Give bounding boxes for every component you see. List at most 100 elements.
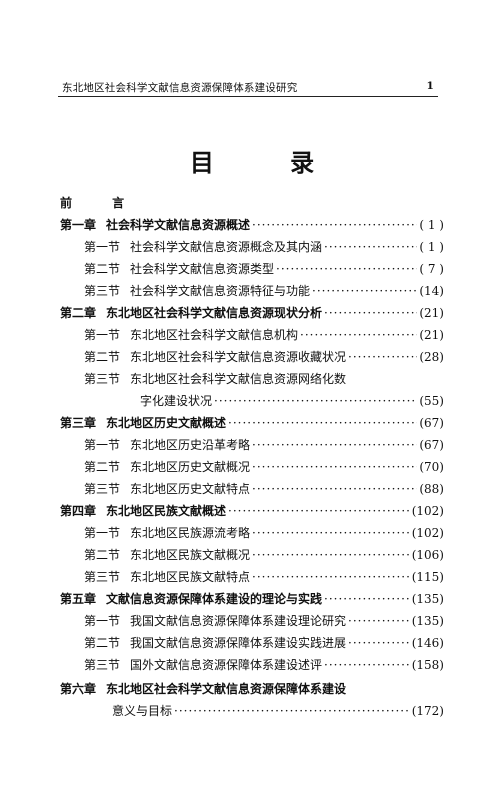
toc-row-continued: 意义与目标 (172) [60, 700, 444, 722]
leader-dots [324, 302, 417, 324]
leader-dots [252, 434, 417, 456]
toc-row-page: (172) [411, 704, 444, 718]
toc-row-page: ( 7 ) [419, 262, 444, 276]
toc-row-text: 国外文献信息资源保障体系建设述评 [130, 658, 323, 672]
toc-row-text: 东北地区社会科学文献信息资源收藏状况 [130, 350, 347, 364]
toc-row-page: (135) [411, 614, 444, 628]
toc-row-num: 第一节 [84, 614, 121, 628]
toc-row-page: (55) [419, 394, 444, 408]
toc-row-num: 第三节 [84, 482, 121, 496]
toc-row-text: 东北地区民族源流考略 [130, 526, 251, 540]
toc-row-page: (67) [419, 438, 444, 452]
toc-row-text: 文献信息资源保障体系建设的理论与实践 [106, 592, 323, 606]
toc-row-text: 东北地区民族文献特点 [130, 570, 251, 584]
toc-row-num: 第一节 [84, 438, 121, 452]
toc-row-text: 社会科学文献信息资源类型 [130, 262, 275, 276]
toc-row-text: 字化建设状况 [140, 394, 213, 408]
toc-row-text: 社会科学文献信息资源概念及其内涵 [130, 240, 323, 254]
leader-dots [252, 456, 417, 478]
leader-dots [276, 258, 417, 280]
toc-row-page: (115) [411, 570, 444, 584]
toc-row-page: (67) [419, 416, 444, 430]
leader-dots [252, 478, 417, 500]
leader-dots [348, 632, 410, 654]
leader-dots [214, 390, 417, 412]
leader-dots [252, 544, 410, 566]
toc-row-num: 第二节 [84, 548, 121, 562]
leader-dots [252, 566, 410, 588]
leader-dots [324, 236, 417, 258]
toc-row-text: 东北地区历史文献特点 [130, 482, 251, 496]
page-number: 1 [426, 80, 434, 92]
toc-row-num: 第三节 [84, 284, 121, 298]
toc-row-page: (21) [419, 306, 444, 320]
toc-row-continued: 字化建设状况 (55) [60, 390, 444, 412]
leader-dots [348, 610, 410, 632]
toc-row-page: (102) [411, 504, 444, 518]
toc-row-text: 东北地区历史文献概况 [130, 460, 251, 474]
toc-row-num: 第三章 [60, 416, 97, 430]
leader-dots [228, 412, 417, 434]
leader-dots [324, 654, 410, 676]
toc-row-page: (146) [411, 636, 444, 650]
toc-row-num: 第三节 [84, 372, 121, 386]
toc-preface-label: 前 言 [60, 196, 143, 210]
toc-row-num: 第二节 [84, 350, 121, 364]
toc-row-text: 意义与目标 [112, 704, 173, 718]
toc-row: 第三节东北地区社会科学文献信息资源网络化数 [60, 368, 444, 390]
toc-row-num: 第二章 [60, 306, 97, 320]
leader-dots [348, 346, 417, 368]
toc-row-num: 第二节 [84, 636, 121, 650]
toc-row-num: 第二节 [84, 262, 121, 276]
toc-row-text: 东北地区社会科学文献信息资源网络化数 [130, 372, 347, 386]
toc-row-num: 第五章 [60, 592, 97, 606]
toc-row: 第六章东北地区社会科学文献信息资源保障体系建设 [60, 678, 444, 700]
toc-row-text: 社会科学文献信息资源概述 [106, 218, 251, 232]
toc-row-text: 东北地区民族文献概况 [130, 548, 251, 562]
header-rule [58, 96, 438, 97]
toc-preface: 前 言 [60, 192, 444, 214]
toc-row-num: 第二节 [84, 460, 121, 474]
leader-dots [228, 500, 410, 522]
toc-row-text: 东北地区社会科学文献信息资源现状分析 [106, 306, 323, 320]
toc-row-num: 第一节 [84, 240, 121, 254]
toc-row-text: 我国文献信息资源保障体系建设理论研究 [130, 614, 347, 628]
toc-row-page: (14) [419, 284, 444, 298]
running-header-title: 东北地区社会科学文献信息资源保障体系建设研究 [62, 82, 298, 94]
toc-row-text: 我国文献信息资源保障体系建设实践进展 [130, 636, 347, 650]
toc-row-num: 第一节 [84, 526, 121, 540]
toc-row-text: 东北地区社会科学文献信息资源保障体系建设 [106, 682, 347, 696]
toc-row-text: 东北地区历史沿革考略 [130, 438, 251, 452]
toc-row-page: (106) [411, 548, 444, 562]
toc-row-num: 第三节 [84, 658, 121, 672]
toc-row-num: 第一节 [84, 328, 121, 342]
toc-row-num: 第四章 [60, 504, 97, 518]
leader-dots [324, 588, 410, 610]
leader-dots [312, 280, 417, 302]
toc-row-page: (21) [419, 328, 444, 342]
toc-heading: 目 录 [189, 149, 349, 177]
toc-row-page: ( 1 ) [419, 218, 444, 232]
toc-row-num: 第六章 [60, 682, 97, 696]
leader-dots [252, 522, 410, 544]
toc-row-page: (135) [411, 592, 444, 606]
leader-dots [252, 214, 417, 236]
